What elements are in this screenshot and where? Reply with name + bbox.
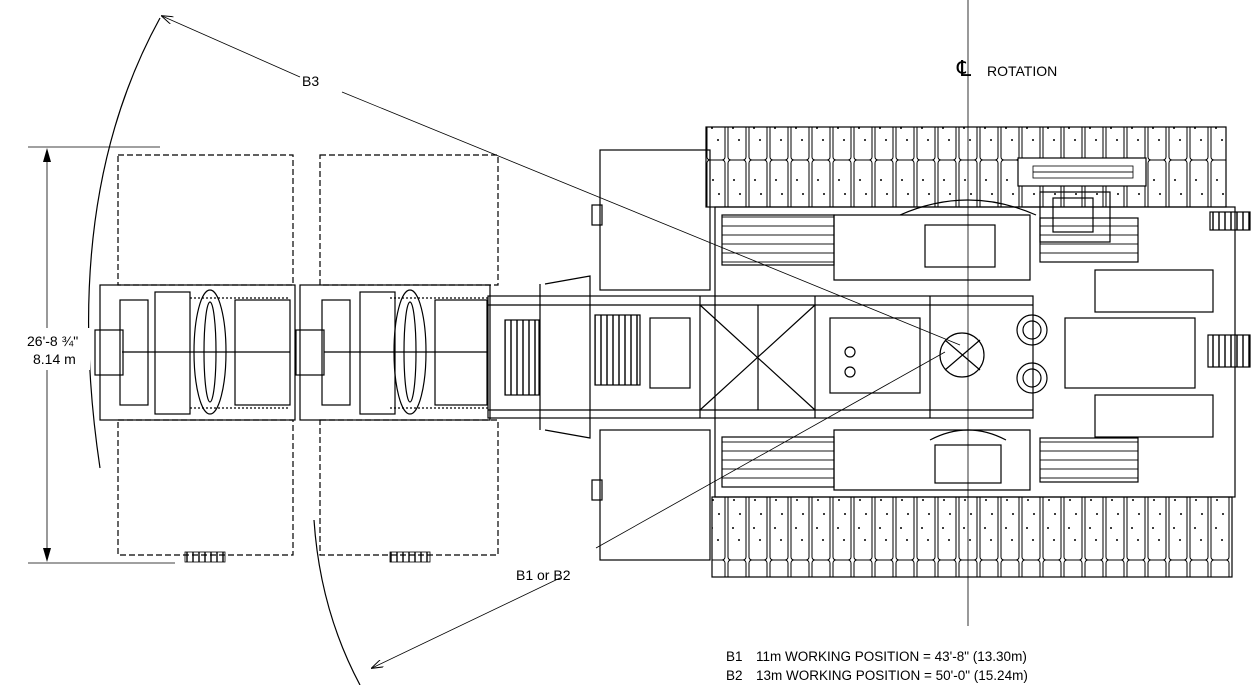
legend-row-b2: B2 13m WORKING POSITION = 50'-0" (15.24m… [726,666,1028,685]
trailer-boxes [117,154,499,563]
swing-radius-arcs [87,17,361,685]
working-position-legend: B1 11m WORKING POSITION = 43'-8" (13.30m… [726,647,1028,685]
axle-dolly-2 [295,284,491,421]
legend-key: B2 [726,668,743,683]
boom [487,275,1034,439]
side-counterweights [591,149,711,561]
legend-row-b1: B1 11m WORKING POSITION = 43'-8" (13.30m… [726,647,1028,666]
radius-leaders: B3 B1 or B2 [162,16,961,668]
upper-crawler-track [705,126,1227,208]
width-metric: 8.14 m [33,351,76,367]
b3-label: B3 [302,73,319,89]
carbody [714,191,1251,498]
axle-dolly-1 [94,284,296,421]
lower-crawler-track [711,496,1233,578]
b1-b2-label: B1 or B2 [516,567,571,583]
width-imperial: 26'-8 ¾" [27,333,78,349]
centerline-symbol: ℄ [956,56,972,81]
legend-key: B1 [726,649,743,664]
legend-text: 11m WORKING POSITION = 43'-8" (13.30m) [756,649,1027,664]
legend-text: 13m WORKING POSITION = 50'-0" (15.24m) [756,668,1028,683]
rotation-label: ROTATION [987,63,1057,79]
width-dimension: 26'-8 ¾" 8.14 m [20,146,175,564]
